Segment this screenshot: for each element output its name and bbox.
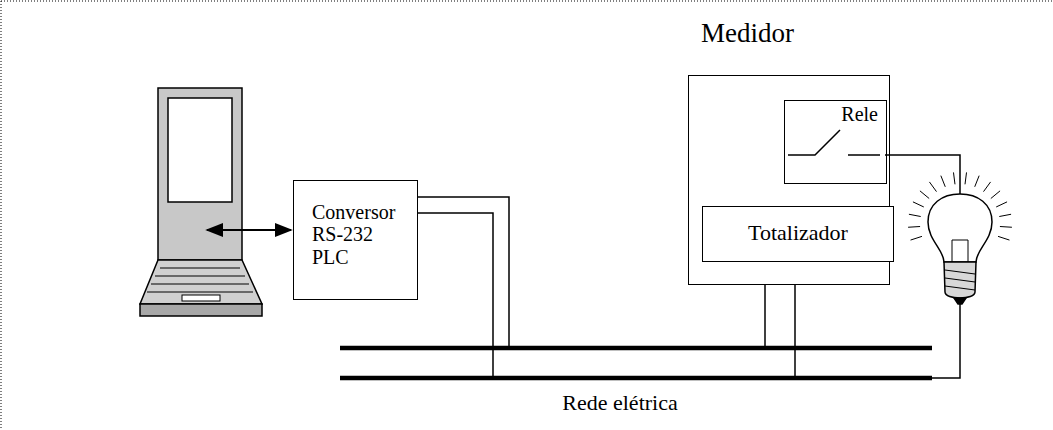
lamp-ray <box>929 182 936 192</box>
lamp-ray <box>908 226 920 228</box>
power-bus-line <box>340 376 932 381</box>
lamp-ray <box>999 214 1011 216</box>
lamp-ray <box>953 172 955 184</box>
lamp-ray <box>965 172 967 184</box>
lamp-ray <box>991 191 1000 199</box>
lamp-ray <box>996 202 1007 207</box>
lamp-filament <box>952 240 968 262</box>
relay-box: Rele <box>784 100 887 184</box>
laptop-lid <box>158 88 242 260</box>
lamp-rays <box>908 172 1012 240</box>
lamp-ray <box>911 236 922 240</box>
keyboard-rows <box>147 268 253 292</box>
lamp-ray <box>998 236 1009 240</box>
meter-wire <box>764 285 766 348</box>
frame-left <box>1 1 2 430</box>
laptop-front <box>140 304 262 316</box>
network-label: Rede elétrica <box>559 390 680 416</box>
box-label: Conversor RS-232 PLC <box>312 201 404 268</box>
lamp-base <box>944 262 976 298</box>
lamp-ray <box>909 214 921 216</box>
serial-link-arrow <box>207 229 291 231</box>
converter-wire <box>418 213 493 378</box>
lamp-contact <box>954 298 966 304</box>
frame-top <box>1 1 1053 2</box>
box-label: Totalizador <box>703 220 893 245</box>
meter-box: ReleTotalizadorMedidor <box>688 75 890 285</box>
lamp-bulb <box>928 194 992 262</box>
totalizer-box: Totalizador <box>702 206 894 262</box>
box-label: Rele <box>839 103 880 126</box>
converter-wire <box>418 197 509 348</box>
lamp-icon <box>908 172 1012 304</box>
lamp-ray <box>913 202 924 207</box>
box-heading: Medidor <box>701 18 794 49</box>
lamp-wire <box>885 155 960 196</box>
lamp-wire <box>932 304 960 378</box>
lamp-ray <box>1000 226 1012 228</box>
relay-switch-symbol <box>788 130 880 155</box>
meter-wire <box>794 285 796 378</box>
laptop-screen <box>168 98 232 202</box>
lamp-ray <box>975 176 979 187</box>
laptop-keyboard <box>140 260 262 304</box>
laptop-icon <box>140 88 262 316</box>
lamp-ray <box>984 182 991 192</box>
converter-box: Conversor RS-232 PLC <box>293 180 418 300</box>
power-bus-line <box>340 346 932 351</box>
lamp-thread <box>945 270 975 290</box>
laptop-touchpad <box>182 295 220 301</box>
lamp-ray <box>920 191 929 199</box>
lamp-ray <box>941 176 945 187</box>
